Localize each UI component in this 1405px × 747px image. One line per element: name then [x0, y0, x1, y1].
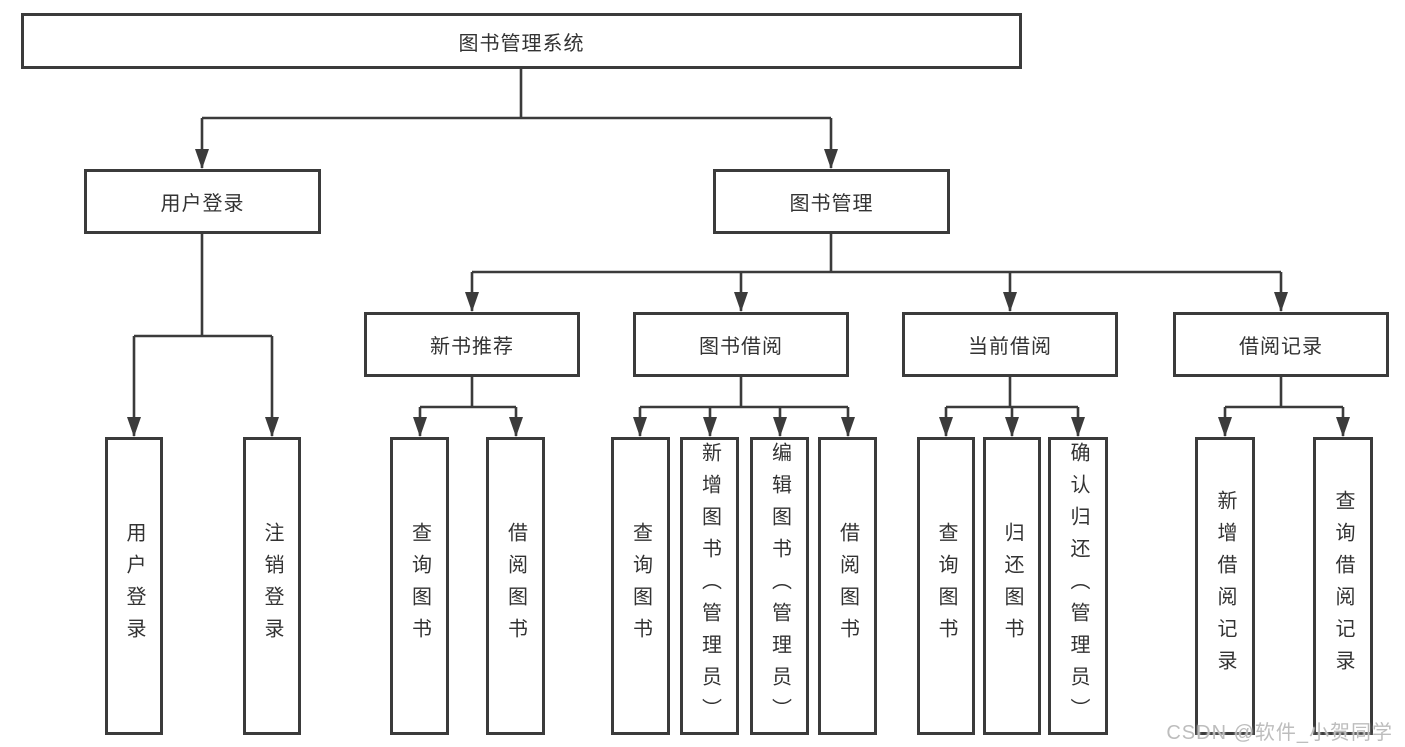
node-confirm-return-admin: 确认归还（管理员） — [1048, 437, 1108, 735]
node-borrow-books: 借阅图书 — [818, 437, 877, 735]
node-search-borrow-record: 查询借阅记录 — [1313, 437, 1373, 735]
node-search-books-current: 查询图书 — [917, 437, 975, 735]
node-new-book-recommendation: 新书推荐 — [364, 312, 580, 377]
node-user-login: 用户登录 — [84, 169, 321, 234]
node-login: 用户登录 — [105, 437, 163, 735]
csdn-watermark: CSDN @软件_小贺同学 — [1166, 722, 1393, 744]
node-book-borrowing: 图书借阅 — [633, 312, 849, 377]
node-edit-books-admin: 编辑图书（管理员） — [750, 437, 809, 735]
node-borrowing-records: 借阅记录 — [1173, 312, 1389, 377]
node-return-books: 归还图书 — [983, 437, 1041, 735]
node-add-books-admin: 新增图书（管理员） — [680, 437, 739, 735]
node-logout: 注销登录 — [243, 437, 301, 735]
node-search-books-recommend: 查询图书 — [390, 437, 449, 735]
node-current-borrowing: 当前借阅 — [902, 312, 1118, 377]
node-library-management-system: 图书管理系统 — [21, 13, 1022, 69]
node-book-management: 图书管理 — [713, 169, 950, 234]
node-add-borrow-record: 新增借阅记录 — [1195, 437, 1255, 735]
node-search-books-borrowing: 查询图书 — [611, 437, 670, 735]
node-borrow-books-recommend: 借阅图书 — [486, 437, 545, 735]
